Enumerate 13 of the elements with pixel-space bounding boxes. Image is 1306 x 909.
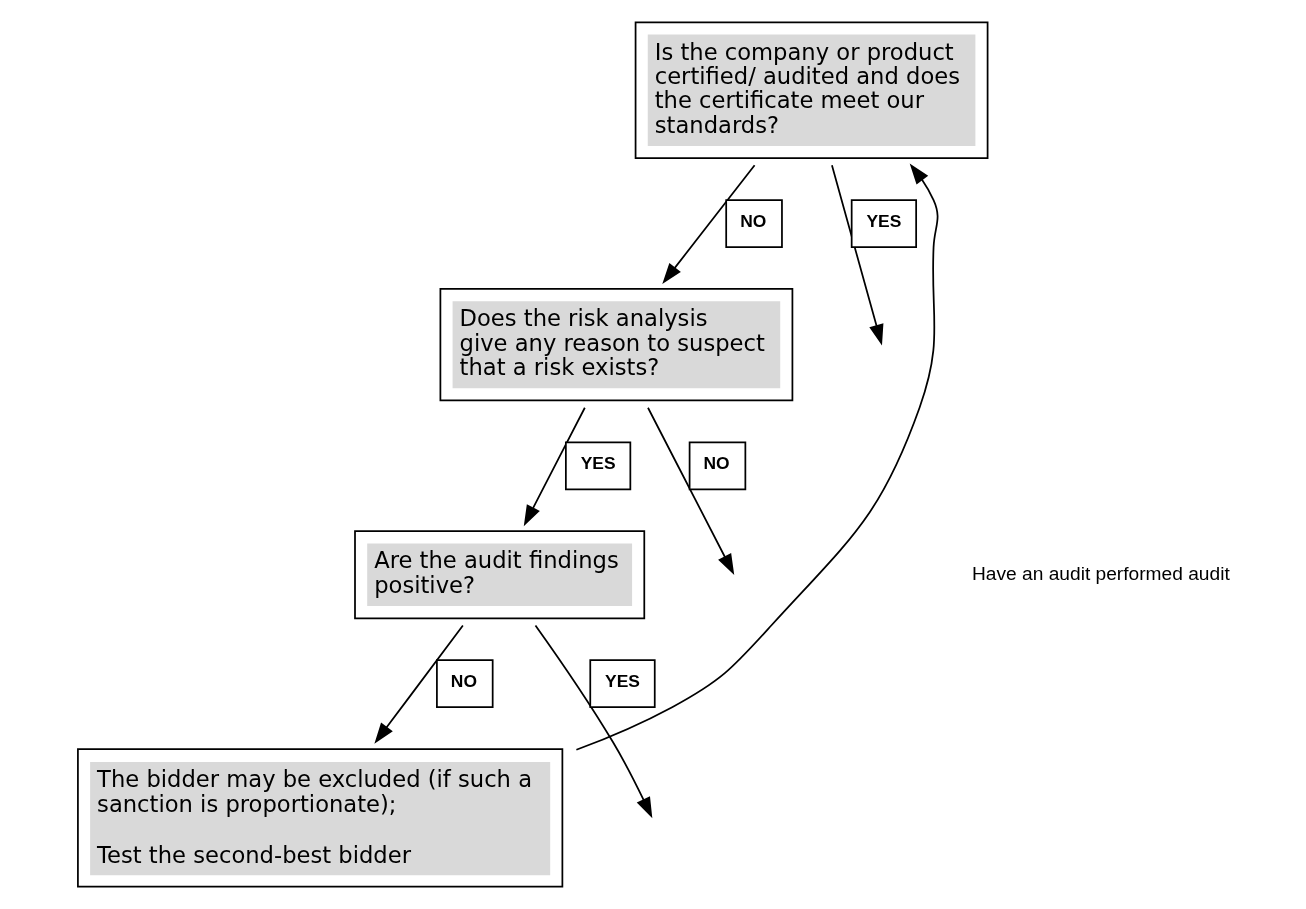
edge-label: NO: [450, 671, 477, 692]
arrow: [662, 164, 756, 284]
edge-label: YES: [580, 453, 616, 474]
arrow: [575, 163, 939, 751]
arrow: [374, 624, 464, 744]
label: Have an audit performed audit: [972, 562, 1230, 584]
arrow: [523, 406, 586, 527]
arrow: [831, 164, 884, 346]
edge-label: YES: [605, 671, 640, 692]
edge-label: NO: [740, 211, 767, 232]
arrow: [647, 406, 735, 576]
edge-label: NO: [703, 453, 730, 474]
edge-label: YES: [866, 211, 902, 232]
